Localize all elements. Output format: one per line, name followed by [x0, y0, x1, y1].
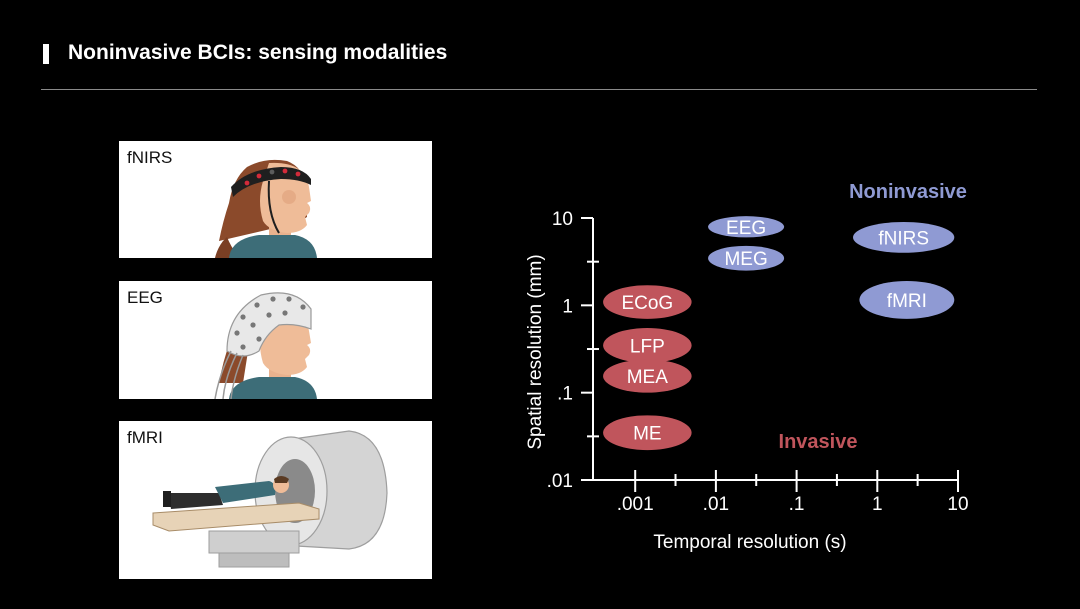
mark-mea-label: MEA: [627, 367, 669, 388]
y-tick-label: .01: [547, 471, 573, 492]
x-tick-label: .01: [703, 494, 729, 515]
legend-noninvasive: Noninvasive: [849, 181, 967, 203]
eeg-label: EEG: [127, 288, 163, 307]
mark-fmri-label: fMRI: [887, 291, 927, 312]
mark-ecog-label: ECoG: [621, 293, 673, 314]
fmri-label: fMRI: [127, 428, 163, 447]
y-axis-label: Spatial resolution (mm): [525, 254, 546, 449]
x-tick-label: 1: [872, 494, 883, 515]
mark-me-label: ME: [633, 424, 662, 445]
mark-ecog-ellipse: [603, 285, 692, 319]
mark-me-ellipse: [603, 415, 692, 451]
x-tick-label: .001: [617, 494, 654, 515]
fmri-scanner-illustration: [152, 430, 388, 568]
title-divider: [41, 89, 1037, 90]
title-accent-bar: [43, 44, 49, 64]
fnirs-label: fNIRS: [127, 148, 173, 167]
mark-fmri-ellipse: [859, 280, 955, 319]
fnirs-illustration-panel: fNIRS: [119, 141, 432, 258]
mark-fnirs-label: fNIRS: [878, 228, 929, 249]
y-tick-label: 1: [562, 296, 573, 317]
mark-eeg-ellipse: [708, 216, 785, 238]
mark-lfp-ellipse: [603, 328, 692, 363]
eeg-head-illustration: [214, 292, 317, 399]
chart-marks: EEG MEG fNIRS fMRI ECoG LFP MEA ME: [603, 216, 955, 451]
resolution-chart: .01 .1 1 10 .001 .01 .1 1 10 EEG MEG fNIRS fMRI ECoG…: [525, 181, 969, 553]
mark-fnirs-ellipse: [853, 221, 955, 253]
x-axis-label: Temporal resolution (s): [653, 532, 846, 553]
mark-meg-label: MEG: [724, 249, 767, 270]
x-tick-label: 10: [947, 494, 968, 515]
y-tick-label: .1: [557, 384, 573, 405]
legend-invasive: Invasive: [779, 431, 858, 453]
mark-eeg-label: EEG: [726, 218, 766, 239]
fmri-illustration-panel: fMRI: [119, 421, 432, 579]
x-tick-label: .1: [789, 494, 805, 515]
y-tick-label: 10: [552, 209, 573, 230]
mark-mea-ellipse: [603, 359, 692, 393]
mark-lfp-label: LFP: [630, 336, 665, 357]
eeg-illustration-panel: EEG: [119, 281, 432, 399]
fnirs-head-illustration: [215, 159, 317, 258]
mark-meg-ellipse: [708, 245, 785, 271]
chart-axes: .01 .1 1 10 .001 .01 .1 1 10: [547, 209, 969, 515]
page-title: Noninvasive BCIs: sensing modalities: [68, 41, 448, 64]
